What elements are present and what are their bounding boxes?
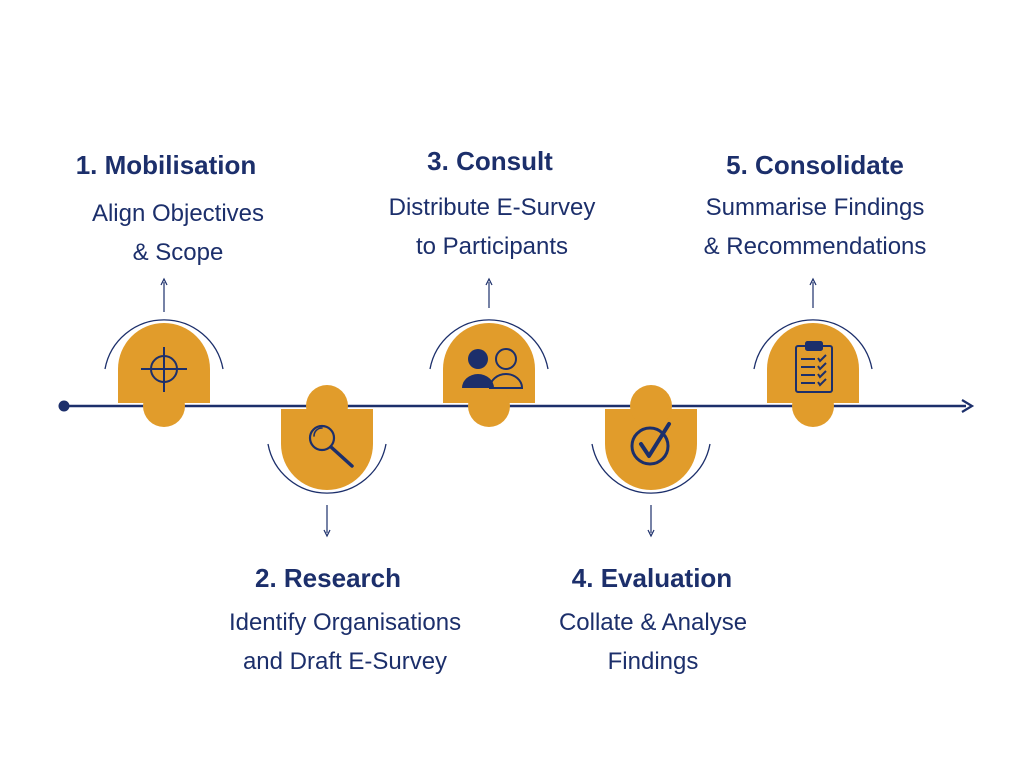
step-4-node bbox=[591, 385, 711, 538]
step-2-arrow-tip bbox=[323, 529, 331, 538]
magnifier-icon bbox=[308, 424, 354, 468]
crosshair-icon bbox=[141, 347, 187, 392]
step-2-description-line-2: and Draft E-Survey bbox=[242, 648, 448, 675]
step-5-description-line-2: & Recommendations bbox=[703, 233, 927, 260]
step-4-description-line-1: Collate & Analyse bbox=[558, 609, 748, 636]
step-4-title: 4. Evaluation bbox=[571, 563, 733, 593]
step-4-arrow-tip bbox=[647, 529, 655, 538]
step-5-description-line-1: Summarise Findings bbox=[705, 194, 925, 221]
step-5-node bbox=[753, 277, 873, 427]
step-3-badge-tab bbox=[468, 385, 510, 427]
step-2-description-line-1: Identify Organisations bbox=[228, 609, 462, 636]
checkmark-icon bbox=[630, 422, 671, 466]
timeline-arrowhead bbox=[961, 399, 975, 413]
step-2-title: 3. Consult bbox=[427, 146, 553, 176]
step-5-arc bbox=[753, 319, 873, 370]
step-3-arrow-tip bbox=[485, 277, 493, 286]
step-2-arc bbox=[267, 443, 387, 494]
step-3-description-line-1: Distribute E-Survey bbox=[388, 194, 596, 221]
step-5-arrow-tip bbox=[809, 277, 817, 286]
step-1-description-line-2: & Scope bbox=[132, 239, 224, 266]
step-3-description-line-2: to Participants bbox=[415, 233, 569, 260]
clipboard-checklist-icon bbox=[795, 341, 833, 393]
step-1-description-line-1: Align Objectives bbox=[91, 200, 265, 227]
step-4-arc bbox=[591, 443, 711, 494]
step-1-arc bbox=[104, 319, 224, 370]
step-4-description-line-2: Findings bbox=[607, 648, 699, 675]
step-5-title: 5. Consolidate bbox=[726, 150, 904, 180]
step-5-badge bbox=[767, 323, 859, 403]
step-1-badge-tab bbox=[143, 385, 185, 427]
step-1-node bbox=[104, 277, 224, 427]
step-5-badge-tab bbox=[792, 385, 834, 427]
step-3-node bbox=[429, 277, 549, 427]
step-2-title-below: 2. Research bbox=[255, 563, 401, 593]
people-icon bbox=[462, 348, 524, 389]
step-1-title: 1. Mobilisation bbox=[75, 150, 257, 180]
step-2-node bbox=[267, 385, 387, 538]
timeline-start-dot bbox=[58, 400, 70, 412]
step-2-badge-tab bbox=[306, 385, 348, 427]
step-3-arc bbox=[429, 319, 549, 370]
step-4-badge-tab bbox=[630, 385, 672, 427]
step-1-arrow-tip bbox=[160, 277, 168, 286]
